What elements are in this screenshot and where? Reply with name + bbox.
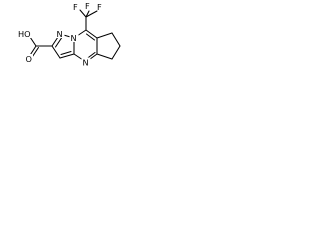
pyrimidine-nitrogen-label: N (83, 58, 89, 68)
bond-c3-c3a-double (60, 50, 72, 56)
bond-c2-c3 (51, 45, 61, 59)
bond-c7a-ch2-top (96, 32, 113, 39)
fluorine-label-right: F (97, 2, 102, 12)
bond-c3-c3a (59, 53, 75, 59)
bridgehead-nitrogen-label: N (71, 33, 77, 43)
bond-c-f-right (85, 10, 98, 18)
structure-diagram: F F F N N N HO O (18, 1, 121, 68)
fluorine-label-left: F (73, 2, 78, 12)
atom-labels: F F F N N N HO O (18, 1, 102, 68)
bond-ch2-bottom-c4a (96, 53, 113, 60)
bond-c7a-c7-double (85, 33, 96, 41)
bond-c-f-left (79, 9, 87, 18)
bond-ch2-right-ch2-bottom (111, 45, 121, 60)
bond-c7a-c7 (85, 29, 98, 39)
bond-n1-c2-double (54, 37, 63, 48)
bond-c-f-middle (85, 10, 90, 18)
hydroxyl-label: HO (18, 29, 31, 39)
bond-c-o-double-b (31, 46, 40, 58)
bond-c-oh (29, 36, 37, 47)
pyrazole-nitrogen-label: N (57, 29, 63, 39)
carbonyl-oxygen-label: O (26, 54, 32, 64)
bond-ch2-top-ch2-right (111, 32, 121, 47)
fluorine-label-middle: F (85, 1, 90, 11)
